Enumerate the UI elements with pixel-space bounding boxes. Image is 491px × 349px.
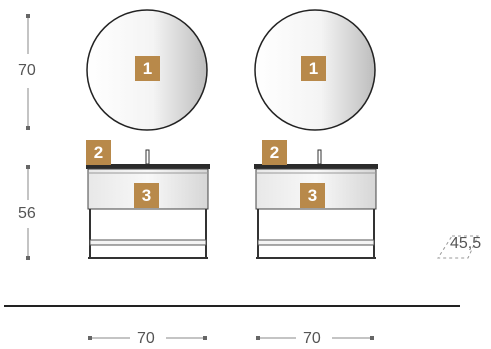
left-faucet	[145, 149, 150, 165]
mirror-height-label: 70	[18, 62, 36, 79]
marker-cabinet-right: 3	[300, 183, 325, 208]
left-width-dimension	[88, 336, 207, 340]
right-top	[254, 164, 378, 169]
depth-label: 45,5	[450, 235, 482, 252]
marker-top-left: 2	[86, 140, 111, 165]
mirror-height-dimension	[26, 14, 30, 130]
depth-icon	[437, 235, 479, 259]
right-width-dimension	[256, 336, 374, 340]
right-faucet	[317, 149, 322, 165]
left-top	[86, 164, 210, 169]
marker-top-right: 2	[262, 140, 287, 165]
left-shelf	[89, 239, 207, 246]
right-width-label: 70	[303, 330, 321, 347]
right-shelf	[257, 239, 375, 246]
marker-mirror-left: 1	[135, 56, 160, 81]
left-unit	[86, 9, 210, 259]
marker-mirror-right: 1	[301, 56, 326, 81]
cabinet-height-dimension	[26, 165, 30, 260]
right-unit	[254, 9, 378, 259]
marker-cabinet-left: 3	[134, 183, 159, 208]
cabinet-height-label: 56	[18, 205, 36, 222]
left-width-label: 70	[137, 330, 155, 347]
